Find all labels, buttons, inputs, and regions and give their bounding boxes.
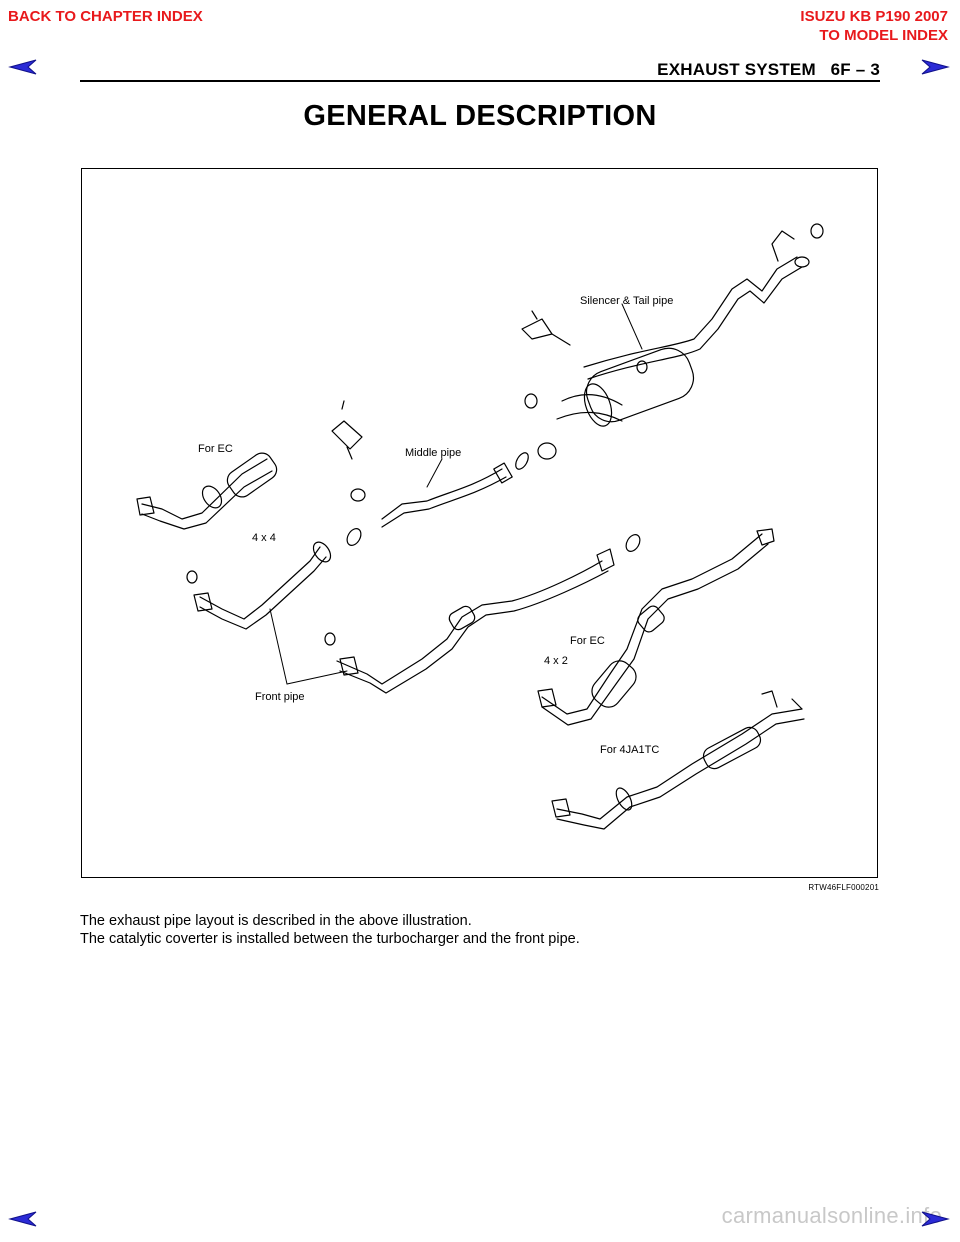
- figure-id: RTW46FLF000201: [808, 883, 879, 892]
- front-pipe-4x4-drawing: [186, 541, 332, 630]
- label-front-pipe: Front pipe: [255, 691, 305, 703]
- page-title: GENERAL DESCRIPTION: [303, 100, 657, 132]
- model-title-link[interactable]: ISUZU KB P190 2007: [800, 8, 948, 25]
- description-text: The exhaust pipe layout is described in …: [80, 912, 580, 948]
- section-header-title: EXHAUST SYSTEM 6F – 3: [657, 60, 880, 79]
- back-to-chapter-index-link[interactable]: BACK TO CHAPTER INDEX: [8, 8, 203, 25]
- label-silencer-tail-pipe: Silencer & Tail pipe: [580, 295, 673, 307]
- header-divider: [80, 80, 880, 82]
- right-arrow-icon[interactable]: [920, 58, 950, 76]
- description-line-1: The exhaust pipe layout is described in …: [80, 913, 472, 929]
- right-arrow-icon[interactable]: [920, 1210, 950, 1228]
- ec-catalyst-4x2-drawing: [537, 528, 775, 726]
- exhaust-layout-illustration: Silencer & Tail pipe For EC Middle pipe …: [81, 168, 878, 878]
- label-4x4: 4 x 4: [252, 532, 276, 544]
- label-middle-pipe: Middle pipe: [405, 447, 461, 459]
- middle-pipe-drawing: [331, 400, 529, 546]
- label-4x2: 4 x 2: [544, 655, 568, 667]
- label-for-ec-bottom: For EC: [570, 635, 605, 647]
- label-for-ec-top: For EC: [198, 443, 233, 455]
- watermark-text: carmanualsonline.info: [721, 1203, 942, 1228]
- ec-catalyst-top-drawing: [136, 452, 278, 530]
- 4ja1tc-pipe-drawing: [551, 690, 805, 830]
- description-line-2: The catalytic coverter is installed betw…: [80, 931, 580, 947]
- label-for-4ja1tc: For 4JA1TC: [600, 744, 659, 756]
- front-pipe-center-drawing: [324, 534, 641, 694]
- left-arrow-icon[interactable]: [8, 58, 38, 76]
- to-model-index-link[interactable]: TO MODEL INDEX: [819, 27, 948, 44]
- silencer-tail-pipe-drawing: [521, 223, 824, 460]
- left-arrow-icon[interactable]: [8, 1210, 38, 1228]
